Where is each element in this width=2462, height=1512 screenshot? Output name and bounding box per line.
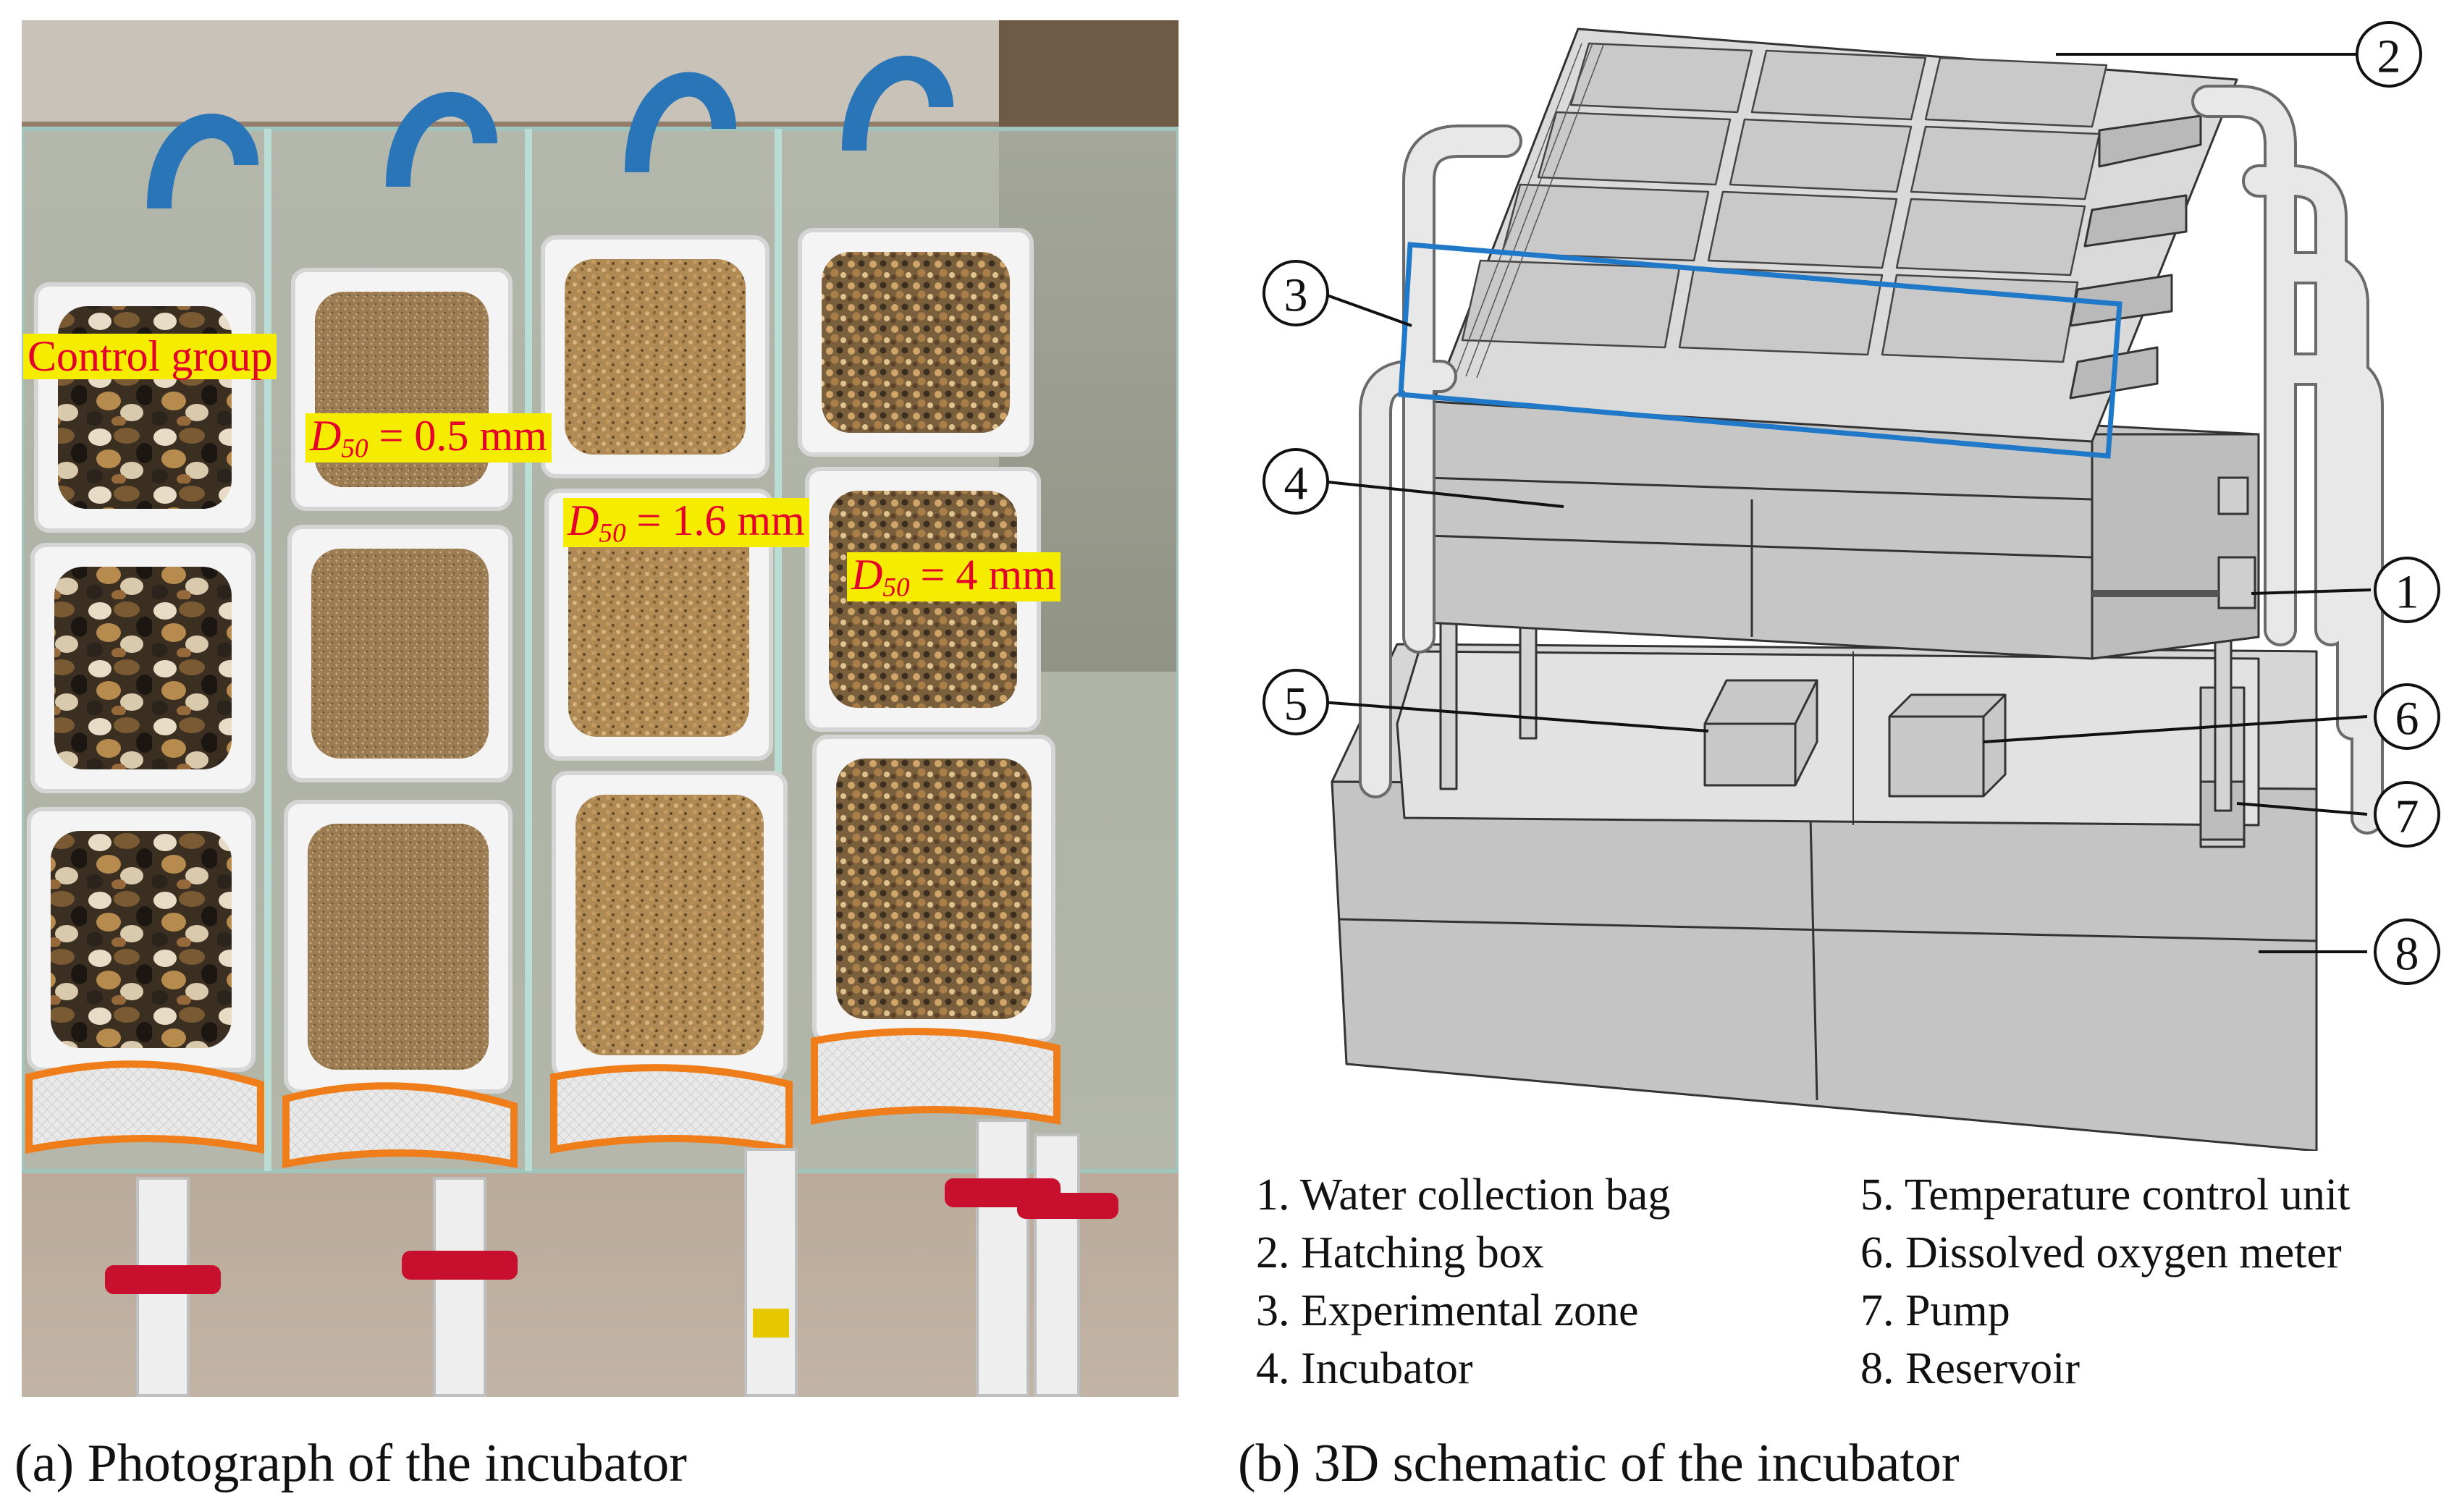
incubator-schematic: 1 2 3 4 5 6 7 8 bbox=[1231, 0, 2462, 1151]
experimental-zone-highlight bbox=[1398, 242, 2122, 459]
legend-item-1: 1. Water collection bag bbox=[1256, 1170, 1671, 1220]
temperature-control-unit bbox=[1703, 679, 1818, 787]
callout-8: 8 bbox=[2395, 928, 2419, 981]
legend-item-8: 8. Reservoir bbox=[1860, 1344, 2081, 1393]
label-d50-1.6mm: D50 = 1.6 mm bbox=[563, 497, 809, 549]
legend-item-2: 2. Hatching box bbox=[1256, 1228, 1544, 1277]
label-d50-0.5mm: D50 = 0.5 mm bbox=[305, 413, 552, 463]
incubator-photograph: Control group D50 = 0.5 mm D50 = 1.6 mm … bbox=[22, 20, 1179, 1397]
d50-symbol: D bbox=[851, 551, 883, 599]
callout-6: 6 bbox=[2395, 693, 2419, 746]
hatching-box-column-control bbox=[27, 282, 256, 1072]
hatching-box-column-d50-0.5 bbox=[284, 268, 513, 1094]
d50-symbol: D bbox=[310, 412, 342, 460]
caption-photograph: (a) Photograph of the incubator bbox=[14, 1434, 687, 1493]
hatching-box-column-d50-1.6 bbox=[541, 235, 788, 1079]
schematic-drawing: 1 2 3 4 5 6 7 8 bbox=[1262, 21, 2440, 1151]
d50-symbol: D bbox=[568, 497, 599, 544]
legend-item-5: 5. Temperature control unit bbox=[1860, 1170, 2351, 1220]
label-control-group: Control group bbox=[23, 334, 277, 379]
callout-5: 5 bbox=[1284, 678, 1308, 731]
component-legend: 1. Water collection bag 2. Hatching box … bbox=[1256, 1158, 2443, 1397]
d50-value: = 4 mm bbox=[909, 551, 1056, 599]
d50-value: = 0.5 mm bbox=[368, 412, 547, 460]
label-d50-4mm: D50 = 4 mm bbox=[847, 551, 1061, 603]
d50-subscript: 50 bbox=[341, 434, 368, 464]
dissolved-oxygen-meter bbox=[1888, 693, 2007, 798]
photo-illustration bbox=[22, 20, 1179, 1397]
callout-4: 4 bbox=[1284, 457, 1308, 510]
hatching-box-column-d50-4 bbox=[798, 228, 1055, 1043]
legend-item-4: 4. Incubator bbox=[1256, 1344, 1473, 1393]
legend-item-7: 7. Pump bbox=[1860, 1286, 2010, 1335]
callout-3: 3 bbox=[1284, 269, 1308, 322]
d50-value: = 1.6 mm bbox=[625, 497, 805, 544]
legend-item-3: 3. Experimental zone bbox=[1256, 1286, 1639, 1335]
caption-schematic: (b) 3D schematic of the incubator bbox=[1238, 1434, 1960, 1493]
callout-7: 7 bbox=[2395, 790, 2419, 843]
callout-1: 1 bbox=[2395, 566, 2419, 619]
d50-subscript: 50 bbox=[882, 573, 910, 603]
callout-2: 2 bbox=[2377, 30, 2401, 83]
d50-subscript: 50 bbox=[599, 518, 626, 549]
legend-item-6: 6. Dissolved oxygen meter bbox=[1860, 1228, 2342, 1277]
